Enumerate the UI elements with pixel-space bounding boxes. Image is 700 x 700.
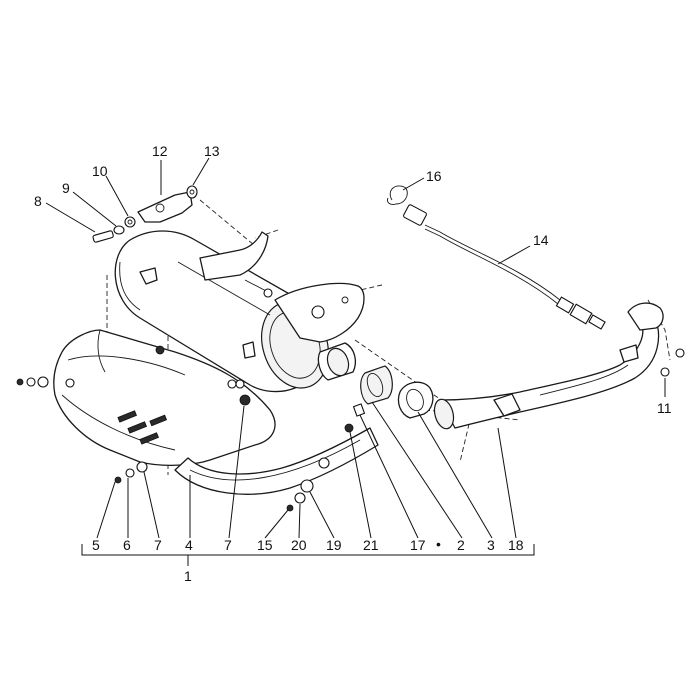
heat-shield	[53, 329, 276, 466]
callout-10: 10	[92, 163, 108, 179]
callout-6: 6	[123, 537, 131, 553]
upper-bracket	[137, 191, 193, 223]
muffler	[114, 230, 365, 406]
callout-11: 11	[657, 400, 672, 416]
callout-16: 16	[426, 168, 442, 184]
callout-labels: 8 9 10 12 13 16 14 11 5 6 7 4 7 15 20 19…	[34, 143, 672, 584]
callout-5: 5	[92, 537, 100, 553]
oxygen-sensor	[387, 185, 606, 330]
shield-hardware-left	[16, 376, 148, 484]
callout-1: 1	[184, 568, 192, 584]
callout-marker: •	[436, 536, 441, 552]
callout-4: 4	[185, 537, 193, 553]
lower-pipe	[174, 427, 379, 495]
callout-14: 14	[533, 232, 549, 248]
callout-13: 13	[204, 143, 220, 159]
callout-20: 20	[291, 537, 307, 553]
upper-hardware	[92, 185, 198, 243]
leader-lines	[45, 157, 666, 539]
callout-8: 8	[34, 193, 42, 209]
callout-15: 15	[257, 537, 273, 553]
callout-3: 3	[487, 537, 495, 553]
front-header-pipe	[433, 302, 664, 430]
callout-12: 12	[152, 143, 168, 159]
assembly-bracket	[81, 544, 535, 566]
callout-7-b: 7	[224, 537, 232, 553]
lower-hardware	[286, 479, 314, 512]
callout-21: 21	[363, 537, 379, 553]
callout-19: 19	[326, 537, 342, 553]
callout-2: 2	[457, 537, 465, 553]
callout-17: 17	[410, 537, 426, 553]
callout-7-a: 7	[154, 537, 162, 553]
gasket-and-clamp	[344, 365, 434, 433]
callout-18: 18	[508, 537, 524, 553]
nut-11	[660, 348, 685, 377]
callout-9: 9	[62, 180, 70, 196]
